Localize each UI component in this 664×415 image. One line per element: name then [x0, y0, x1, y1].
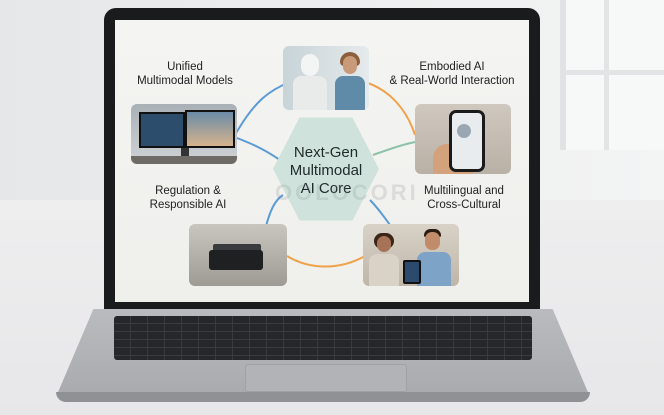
robot-photo	[283, 46, 369, 110]
node-label-regulation: Regulation & Responsible AI	[149, 185, 227, 211]
phone-photo	[415, 104, 511, 174]
watermark: OOLOCORI	[275, 180, 419, 205]
device-box-top	[213, 244, 261, 252]
tablet	[403, 260, 421, 284]
desk	[131, 156, 237, 164]
person-2-head	[425, 232, 440, 250]
woman-body	[335, 76, 365, 110]
core-line-1: Next-Gen	[293, 144, 359, 161]
robot-head	[301, 54, 319, 76]
laptop-screen: Next-Gen Multimodal AI Core Unified Mult…	[115, 20, 529, 302]
node-label-unified: Unified Multimodal Models	[137, 61, 233, 87]
person-1-head	[377, 236, 391, 252]
core-line-2: Multimodal	[289, 162, 363, 179]
laptop-trackpad	[245, 364, 407, 392]
device-box	[209, 250, 263, 270]
smartphone	[449, 110, 485, 172]
connector-top-right	[364, 81, 416, 136]
connector-bottom	[286, 255, 366, 268]
node-label-multilingual: Multilingual and Cross-Cultural	[424, 185, 504, 211]
laptop-base-edge	[56, 392, 590, 402]
connector-mid-right	[372, 141, 416, 156]
monitor-right	[185, 110, 235, 148]
monitor-left	[139, 112, 185, 148]
node-label-embodied: Embodied AI & Real-World Interaction	[389, 61, 515, 87]
person-2-body	[417, 252, 451, 286]
robot-body	[293, 76, 327, 110]
phone-app-icon	[457, 124, 471, 138]
monitor-stand	[181, 148, 189, 158]
laptop-keyboard	[114, 316, 532, 360]
woman-head	[343, 56, 357, 74]
device-box-photo	[189, 224, 287, 286]
core-label: Next-Gen Multimodal AI Core	[273, 144, 379, 198]
monitors-photo	[131, 104, 237, 164]
background-window	[560, 0, 664, 150]
core-line-3: AI Core	[300, 180, 352, 197]
connector-mid-left	[236, 137, 281, 161]
person-1-body	[369, 254, 399, 286]
people-photo	[363, 224, 459, 286]
connector-top-left	[234, 81, 291, 136]
